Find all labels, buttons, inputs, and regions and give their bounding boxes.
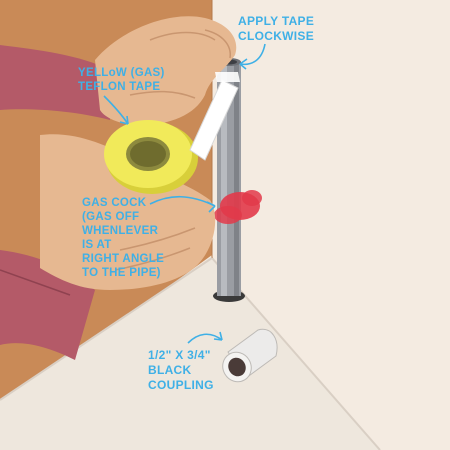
black-coupling: [222, 328, 278, 383]
sleeves: [0, 45, 110, 360]
gas-cock-handle: [214, 190, 262, 224]
teflon-tape-label: YELLoW (GAS) TEFLON TAPE: [78, 67, 165, 93]
coupling-label: 1/2" X 3/4" BLACK COUPLING: [148, 348, 214, 392]
gas-cock-label: GAS COCK (GAS OFF WHENLEVER IS AT RIGHT …: [82, 197, 165, 279]
coupling-arrow: [187, 333, 223, 344]
teflon-tape-roll: [104, 120, 198, 194]
tape-strip: [189, 79, 239, 161]
upper-hand: [95, 16, 237, 125]
tape-wrap: [215, 72, 240, 82]
lower-hand: [40, 134, 216, 290]
teflon-tape-arrow: [103, 95, 129, 125]
apply-tape-label: APPLY TAPE CLOCKWISE: [238, 14, 315, 43]
apply-tape-arrow: [239, 43, 266, 66]
callout-arrows: [103, 43, 266, 344]
